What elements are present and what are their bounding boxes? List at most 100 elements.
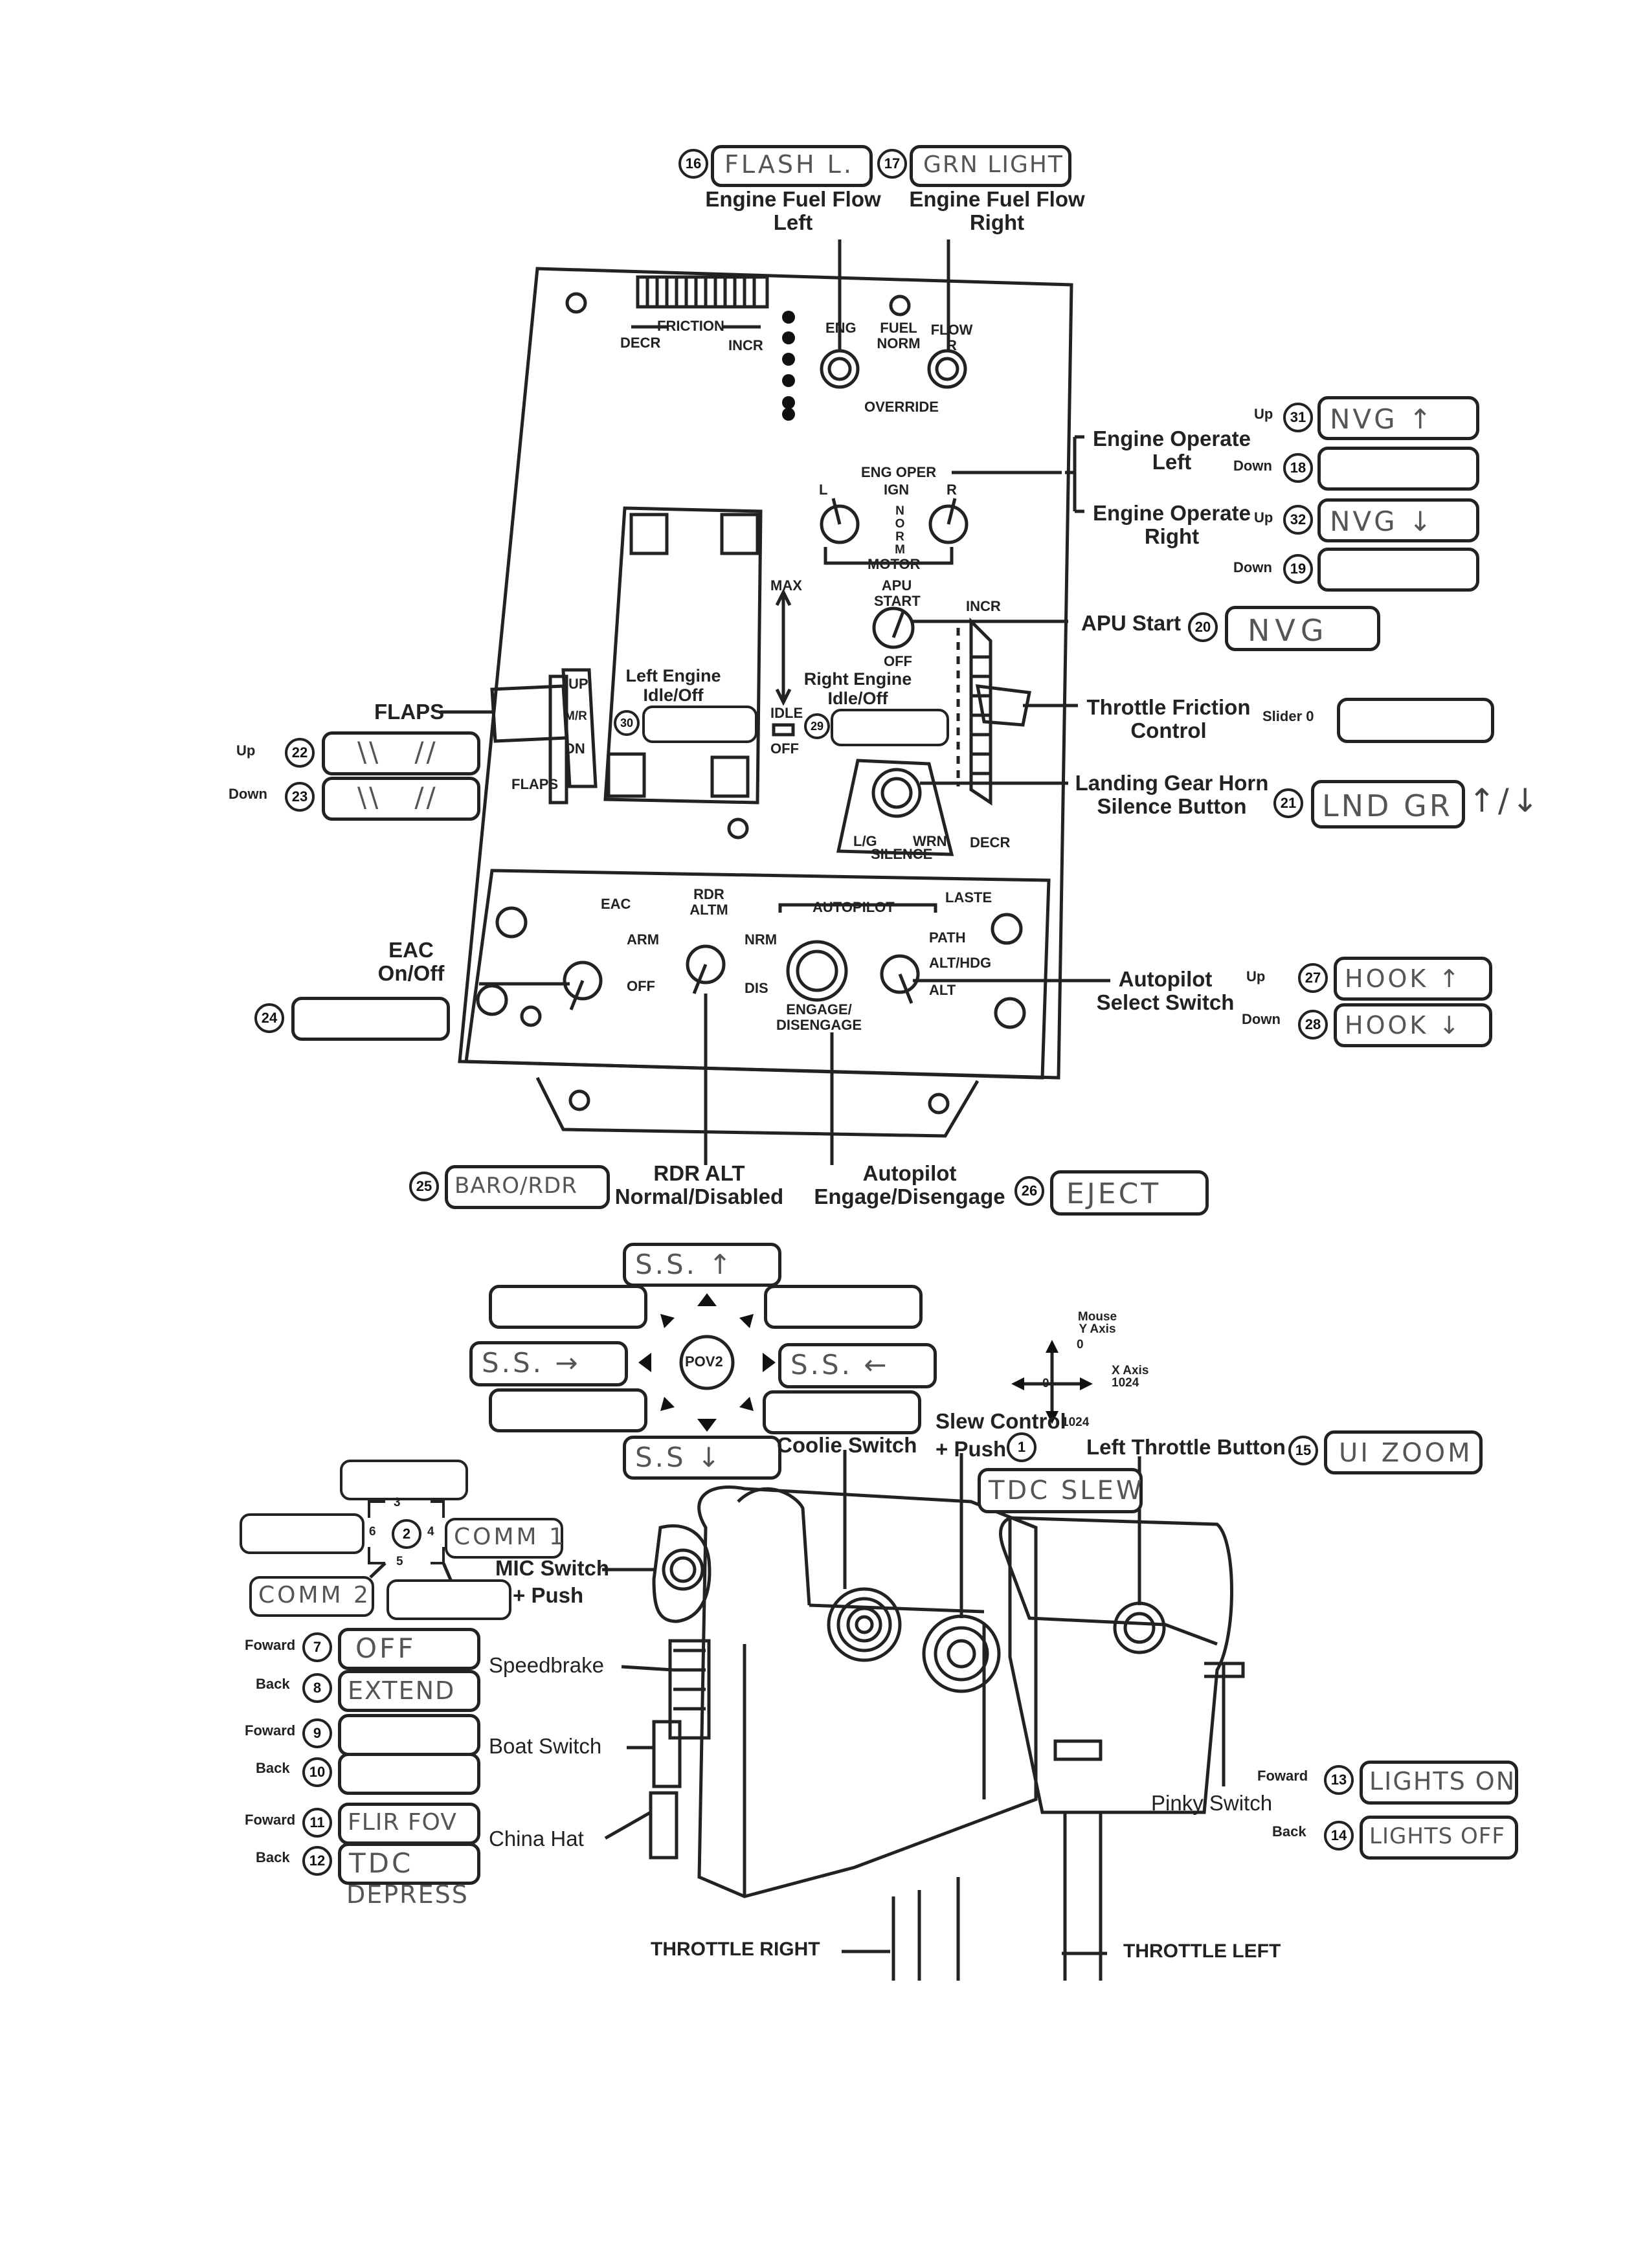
callout-box-7[interactable]: OFF <box>338 1628 480 1670</box>
callout-number-14: 14 <box>1324 1821 1354 1851</box>
callout-box-10[interactable] <box>338 1753 480 1795</box>
pov-right-box[interactable]: S.S. ← <box>778 1343 937 1388</box>
callout-number-8: 8 <box>302 1673 332 1703</box>
panel-text-nrm: NRM <box>745 931 778 948</box>
console-mount-bracket <box>535 1076 980 1138</box>
callout-box-31[interactable]: NVG ↑ <box>1317 396 1479 440</box>
callout-box-8[interactable]: EXTEND <box>338 1670 480 1712</box>
callout-value-27: HOOK ↑ <box>1345 964 1462 993</box>
callout-box-15[interactable]: UI ZOOM <box>1324 1430 1483 1474</box>
pov-up-value: S.S. ↑ <box>635 1249 734 1280</box>
dir-11: Foward <box>245 1812 296 1828</box>
pov-up-right-box[interactable] <box>764 1285 923 1329</box>
label-engine-fuel-flow-left: Engine Fuel Flow Left <box>705 187 881 235</box>
mic-left-box[interactable] <box>240 1513 364 1554</box>
dir-12: Back <box>256 1849 290 1865</box>
callout-number-25: 25 <box>409 1172 439 1201</box>
slider0-prefix: Slider 0 <box>1262 708 1314 724</box>
panel-text-path: PATH <box>929 929 966 946</box>
callout-box-26[interactable]: EJECT <box>1050 1170 1209 1216</box>
throttle-left-body <box>1008 1516 1233 1814</box>
panel-text-norm: N O R M <box>895 504 905 557</box>
callout-box-22[interactable]: \\ // <box>322 731 480 775</box>
callout-value-23: \\ // <box>357 781 438 813</box>
label-pinky-switch: Pinky Switch <box>1151 1791 1273 1815</box>
callout-box-12[interactable]: TDC <box>338 1843 480 1885</box>
callout-value-32: NVG ↓ <box>1330 506 1435 537</box>
callout-box-13[interactable]: LIGHTS ON <box>1360 1761 1518 1805</box>
pov-left-box[interactable]: S.S. → <box>469 1341 628 1386</box>
callout-box-20[interactable]: NVG <box>1225 606 1380 651</box>
mic-right-box[interactable]: COMM 1 <box>445 1518 564 1559</box>
dir-13: Foward <box>1257 1768 1308 1784</box>
pov-down-left-box[interactable] <box>489 1388 647 1432</box>
label-mic-switch: MIC Switch <box>495 1556 610 1580</box>
callout-number-11: 11 <box>302 1808 332 1838</box>
panel-text-silence: SILENCE <box>871 846 933 862</box>
callout-number-20: 20 <box>1188 612 1218 642</box>
callout-number-21: 21 <box>1273 788 1303 818</box>
callout-box-17[interactable]: GRN LIGHT <box>910 145 1071 187</box>
mic-up-box[interactable] <box>340 1460 468 1500</box>
pov-right-value: S.S. ← <box>790 1349 890 1381</box>
callout-value-16: FLASH L. <box>724 150 854 179</box>
callout-box-9[interactable] <box>338 1714 480 1756</box>
mic-pos-4: 4 <box>427 1525 434 1539</box>
dir-32: Up <box>1254 509 1273 526</box>
callout-box-32[interactable]: NVG ↓ <box>1317 498 1479 542</box>
mic-push-box[interactable] <box>387 1579 511 1620</box>
callout-box-28[interactable]: HOOK ↓ <box>1334 1003 1492 1047</box>
label-slew-control: Slew Control + Push <box>936 1409 1066 1461</box>
callout-box-18[interactable] <box>1317 447 1479 491</box>
callout-box-25[interactable]: BARO/RDR <box>445 1165 610 1209</box>
callout-box-1[interactable]: TDC SLEW <box>978 1468 1143 1513</box>
panel-text-max: MAX <box>770 577 802 594</box>
callout-box-19[interactable] <box>1317 548 1479 592</box>
callout-box-27[interactable]: HOOK ↑ <box>1334 957 1492 1001</box>
mic-down-box[interactable]: COMM 2 <box>249 1576 374 1617</box>
mic-pos-3: 3 <box>394 1496 401 1509</box>
console-panel-bottom-plate <box>464 869 1051 1080</box>
callout-value-25: BARO/RDR <box>454 1173 577 1199</box>
callout-value-12: TDC <box>349 1847 414 1879</box>
label-throttle-right: THROTTLE RIGHT <box>651 1939 820 1960</box>
panel-text-idle: IDLE <box>770 705 803 721</box>
panel-text-rdr-altm: RDR ALTM <box>689 886 728 918</box>
callout-number-17: 17 <box>877 149 907 179</box>
callout-value-13: LIGHTS ON <box>1369 1767 1516 1796</box>
panel-text-incr-slider: INCR <box>966 598 1001 614</box>
panel-text-l: L <box>819 482 828 498</box>
callout-box-11[interactable]: FLIR FOV <box>338 1803 480 1845</box>
dir-8: Back <box>256 1676 290 1692</box>
label-rdr-alt: RDR ALT Normal/Disabled <box>614 1161 784 1209</box>
callout-box-29[interactable] <box>831 709 949 746</box>
pov-up-left-box[interactable] <box>489 1285 647 1329</box>
callout-box-24[interactable] <box>291 997 450 1041</box>
mouse-y-max: 1024 <box>1062 1416 1090 1429</box>
label-throttle-left: THROTTLE LEFT <box>1123 1940 1281 1962</box>
throttle-right-body <box>697 1485 1038 1898</box>
dir-14: Back <box>1272 1823 1306 1840</box>
mouse-x-min: 0 <box>1042 1377 1049 1390</box>
callout-value-1: TDC SLEW <box>989 1476 1145 1506</box>
callout-number-30: 30 <box>614 710 640 736</box>
callout-box-30[interactable] <box>642 706 757 743</box>
label-mic-push: + Push <box>513 1583 584 1607</box>
panel-text-override: OVERRIDE <box>864 399 939 415</box>
pov-down-right-box[interactable] <box>763 1390 921 1434</box>
callout-number-9: 9 <box>302 1718 332 1748</box>
callout-note-12: DEPRESS <box>346 1880 469 1909</box>
pov-up-box[interactable]: S.S. ↑ <box>623 1243 781 1287</box>
label-left-throttle-button: Left Throttle Button <box>1086 1435 1286 1459</box>
pov-down-box[interactable]: S.S ↓ <box>623 1436 781 1480</box>
callout-box-14[interactable]: LIGHTS OFF <box>1360 1816 1518 1860</box>
callout-number-23: 23 <box>285 782 315 812</box>
callout-box-21[interactable]: LND GR <box>1311 780 1465 828</box>
panel-text-autopilot: AUTOPILOT <box>812 899 895 915</box>
callout-box-16[interactable]: FLASH L. <box>711 145 873 187</box>
callout-value-8: EXTEND <box>348 1676 456 1705</box>
callout-box-23[interactable]: \\ // <box>322 777 480 821</box>
callout-number-18: 18 <box>1283 453 1313 483</box>
callout-number-1: 1 <box>1007 1432 1036 1462</box>
callout-box-slider0[interactable] <box>1337 698 1494 743</box>
